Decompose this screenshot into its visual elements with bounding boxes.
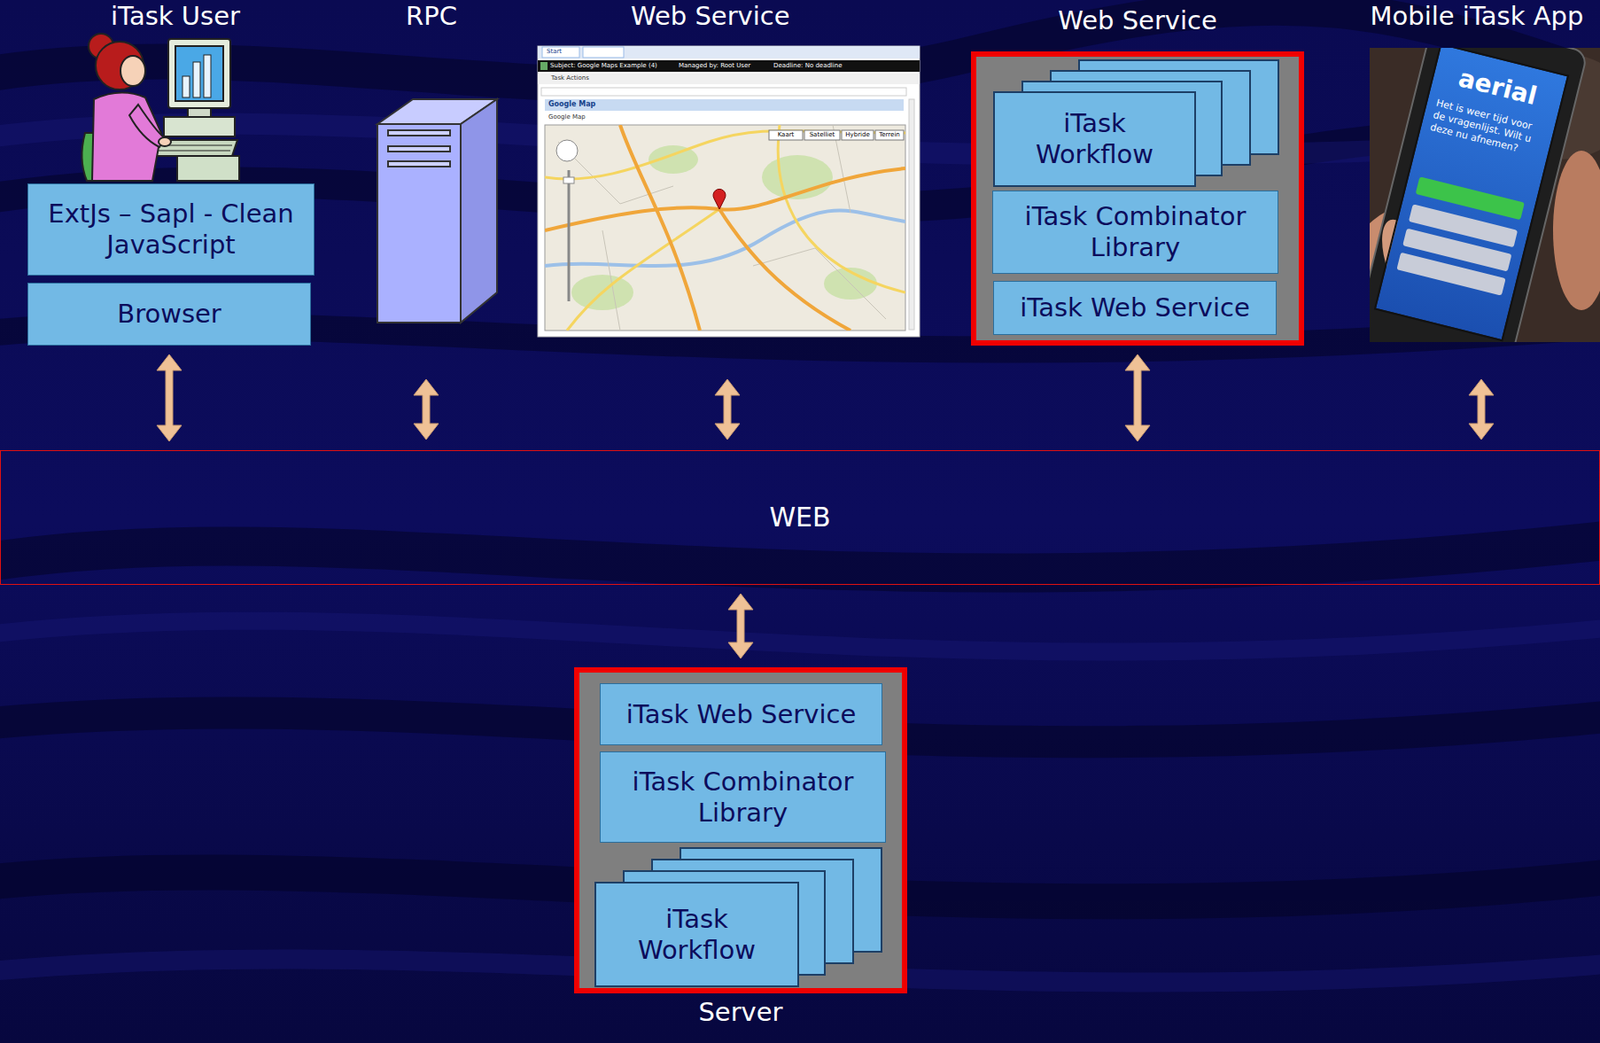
user-clipart-part <box>163 116 235 137</box>
box-label: iTask Workflow <box>1001 108 1188 171</box>
user-clipart-part <box>182 76 190 98</box>
screenshot-text: Managed by: Root User <box>678 62 751 70</box>
rpc-server-tower-part <box>388 130 451 136</box>
map-screenshot-part <box>582 46 624 58</box>
map-screenshot-part <box>875 130 904 140</box>
double-arrows <box>413 379 1494 440</box>
workflow-card: iTask Workflow <box>993 91 1197 187</box>
dark-waves-part <box>0 531 1600 573</box>
box-label: iTask Web Service <box>626 699 857 731</box>
rpc-server-tower-part <box>388 146 451 152</box>
map-screenshot-part-part <box>713 188 726 210</box>
double-arrows-part <box>413 379 439 440</box>
double-arrow <box>156 354 182 442</box>
dark-waves <box>0 7 1600 902</box>
double-arrows-part <box>1468 379 1494 440</box>
screenshot-text: Deadline: No deadline <box>773 62 843 70</box>
box-label: iTask Workflow <box>603 903 791 966</box>
user-clipart-part <box>175 46 224 101</box>
user-clipart-part <box>203 54 211 98</box>
map-screenshot-part <box>544 124 906 331</box>
map-screenshot-part <box>556 139 578 162</box>
map-screenshot-part <box>544 124 906 331</box>
light-waves-part <box>0 620 1600 653</box>
user-clipart-part <box>120 55 146 86</box>
box-label: ExtJs – Sapl - Clean JavaScript <box>35 198 307 261</box>
double-arrow <box>1125 354 1150 442</box>
rpc-server-tower-part <box>460 99 498 323</box>
double-arrow <box>728 593 754 659</box>
screenshot-text: Google Map <box>548 113 586 121</box>
workflow-card: iTask Workflow <box>594 881 800 987</box>
column-heading: Mobile iTask App <box>1370 2 1585 32</box>
column-heading: Web Service <box>630 2 791 32</box>
column-heading: RPC <box>405 2 458 32</box>
map-screenshot-part <box>540 62 548 70</box>
user-clipart-part <box>168 38 231 109</box>
map-screenshot-part-part <box>719 209 851 331</box>
rpc-server-tower-part <box>377 124 461 323</box>
double-arrows-part <box>714 379 740 440</box>
map-screenshot-part-part <box>558 124 886 331</box>
service-box: iTask Web Service <box>599 683 883 746</box>
user-clipart-part <box>158 137 171 147</box>
map-screenshot-part-part <box>620 124 700 331</box>
column-heading: iTask User <box>110 2 241 32</box>
screenshot-text: Terrein <box>875 131 904 139</box>
browser-box: Browser <box>27 282 311 346</box>
screenshot-text: Google Map <box>548 100 596 109</box>
box-label: Browser <box>116 298 222 330</box>
mobile-photo-part <box>1553 150 1600 311</box>
map-screenshot-part <box>908 99 915 330</box>
map-screenshot-part-part <box>544 131 906 179</box>
server-frame: ServeriTask Web ServiceiTask Combinator … <box>574 667 908 994</box>
screenshot-text: Hybride <box>841 131 874 139</box>
mobile-photo-part <box>1369 47 1588 342</box>
rpc-server-tower-part <box>388 161 451 167</box>
web-band: WEB <box>0 450 1600 585</box>
map-screenshot-part <box>537 60 920 72</box>
mobile-photo-part-part <box>1369 47 1588 342</box>
screenshot-text: Kaart <box>768 131 803 139</box>
library-box: iTask Combinator Library <box>599 751 886 843</box>
box-label: WEB <box>768 501 831 534</box>
user-clipart-part <box>193 62 201 98</box>
light-waves <box>0 124 1600 983</box>
screenshot-text: Task Actions <box>551 74 590 82</box>
user-clipart-part <box>187 108 211 117</box>
map-screenshot-part <box>841 130 874 140</box>
map-screenshot-part <box>563 177 575 184</box>
frame-heading: Server <box>552 998 929 1027</box>
map-screenshot-part <box>768 130 803 140</box>
map-screenshot <box>537 46 920 337</box>
map-screenshot-part <box>541 87 907 96</box>
rpc-server-tower <box>377 99 498 323</box>
user-clipart-part <box>148 150 231 152</box>
map-screenshot-part <box>542 46 580 58</box>
web-service-frame: Web ServiceiTask WorkflowiTask Combinato… <box>970 51 1305 346</box>
map-screenshot-part <box>537 46 920 337</box>
user-clipart-part <box>177 155 240 181</box>
frame-heading: Web Service <box>949 7 1326 36</box>
box-label: iTask Web Service <box>1019 292 1251 324</box>
screenshot-text: Subject: Google Maps Example (4) <box>550 62 658 70</box>
map-screenshot-part <box>567 170 571 302</box>
screenshot-text: Satelliet <box>804 131 840 139</box>
mobile-photo <box>1369 47 1600 342</box>
map-screenshot-part <box>537 73 920 85</box>
box-label: iTask Combinator Library <box>1000 201 1271 264</box>
map-screenshot-part-part <box>777 124 906 293</box>
box-label: iTask Combinator Library <box>607 766 878 829</box>
service-box: iTask Web Service <box>993 280 1277 335</box>
client-layer-box: ExtJs – Sapl - Clean JavaScript <box>27 183 315 276</box>
screenshot-text: Start <box>546 47 562 55</box>
map-screenshot-part <box>544 99 904 111</box>
map-screenshot-part <box>537 46 920 59</box>
map-screenshot-part <box>804 130 840 140</box>
library-box: iTask Combinator Library <box>992 190 1279 274</box>
user-clipart <box>81 33 240 181</box>
phone-screen: aerialHet is weer tijd voor de vragenlij… <box>1374 47 1570 342</box>
phone-screen-clip: aerialHet is weer tijd voor de vragenlij… <box>1369 47 1600 342</box>
